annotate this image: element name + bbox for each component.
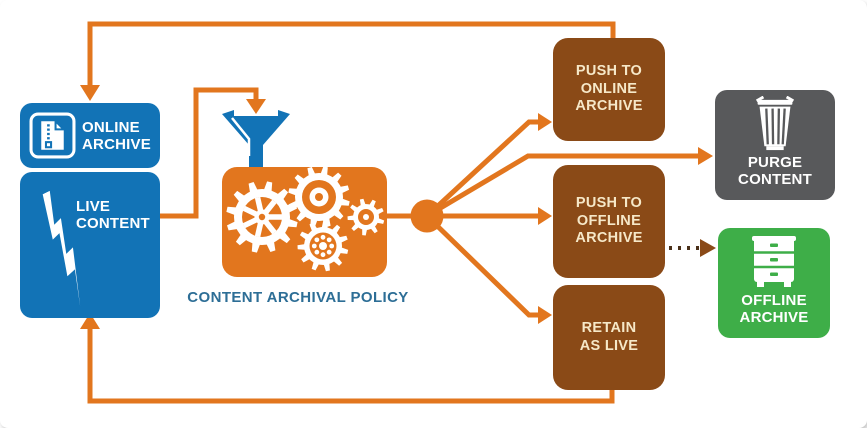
arrowhead-right-pushoffline — [538, 207, 552, 225]
funnel-icon — [222, 110, 290, 168]
node-offline-archive: OFFLINE ARCHIVE — [718, 228, 830, 338]
node-content-archival-policy — [222, 166, 387, 277]
push-to-offline-archive-label: PUSH TO OFFLINE ARCHIVE — [575, 194, 643, 247]
edge-pushonline-to-onlinearchive — [87, 21, 616, 86]
content-archival-policy-label: CONTENT ARCHIVAL POLICY — [187, 289, 409, 306]
edge-hub-to-retain — [425, 214, 538, 318]
arrowhead-up-live-content — [80, 313, 100, 329]
push-to-online-archive-label: PUSH TO ONLINE ARCHIVE — [575, 62, 643, 115]
hub-dot — [410, 199, 444, 233]
lightning-bolt-icon — [42, 190, 81, 308]
offline-archive-label: OFFLINE ARCHIVE — [739, 291, 809, 326]
edge-hub-to-purge — [425, 153, 698, 219]
node-purge-content: PURGE CONTENT — [715, 90, 835, 200]
node-online-archive: ONLINE ARCHIVE — [20, 103, 160, 168]
node-retain-as-live: RETAIN AS LIVE — [553, 285, 665, 390]
edge-retain-to-livecontent — [87, 328, 615, 404]
online-archive-label: ONLINE ARCHIVE — [82, 118, 151, 153]
edge-hub-to-pushonline — [425, 119, 538, 218]
trash-can-icon — [755, 96, 795, 151]
live-content-label: LIVE CONTENT — [76, 198, 150, 233]
arrowhead-right-pushonline — [538, 113, 552, 131]
gears-icon — [226, 166, 385, 272]
node-live-content: LIVE CONTENT — [20, 172, 160, 318]
filing-cabinet-icon — [752, 236, 796, 287]
zip-file-icon — [29, 112, 76, 159]
purge-content-label: PURGE CONTENT — [738, 153, 812, 188]
arrowhead-right-retain — [538, 306, 552, 324]
arrowhead-right-offline-archive — [700, 239, 716, 257]
edge-livecontent-to-policy — [160, 87, 259, 219]
node-push-to-online-archive: PUSH TO ONLINE ARCHIVE — [553, 38, 665, 141]
arrowhead-right-purge — [698, 147, 713, 165]
retain-as-live-label: RETAIN AS LIVE — [579, 319, 639, 354]
arrowhead-down-funnel — [246, 99, 266, 114]
arrowhead-down-online-archive — [80, 85, 100, 101]
node-push-to-offline-archive: PUSH TO OFFLINE ARCHIVE — [553, 165, 665, 278]
